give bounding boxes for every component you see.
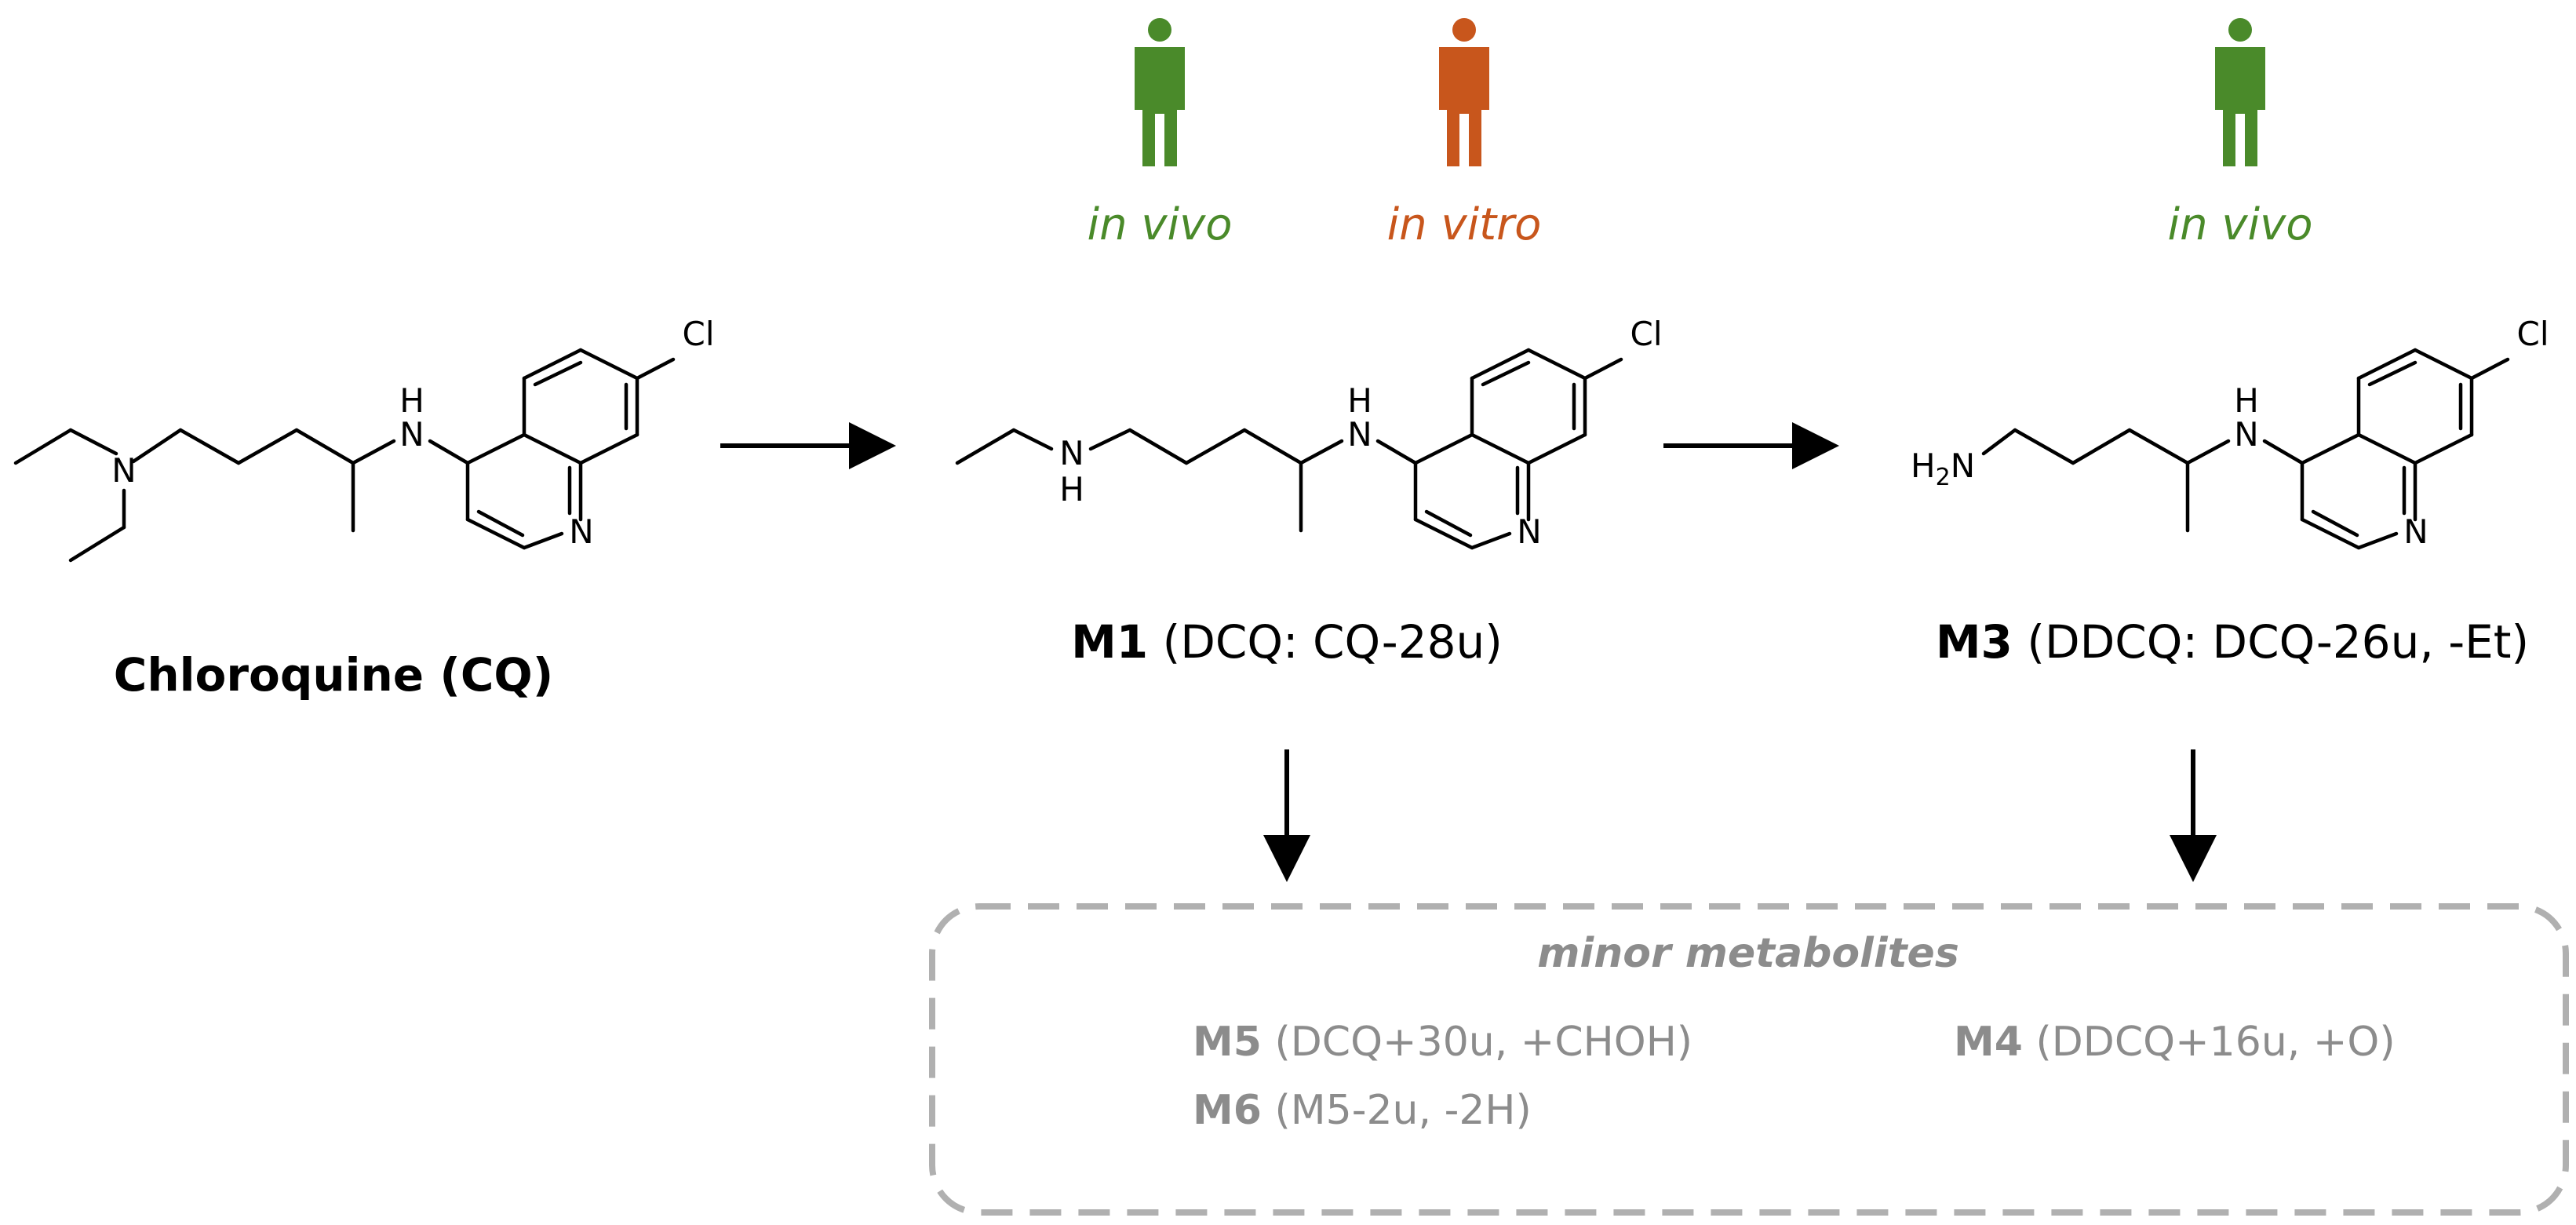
atom-nh-label: N <box>2234 415 2258 454</box>
m1-caption: M1 (DCQ: CQ-28u) <box>1071 615 1503 669</box>
atom-cl-label: Cl <box>2517 315 2549 353</box>
minor-metabolites-box <box>929 903 2569 1216</box>
m5-label: M5 (DCQ+30u, +CHOH) <box>1193 1019 1692 1066</box>
atom-h-label: H <box>1059 470 1084 509</box>
atom-nh-label: N <box>1347 415 1372 454</box>
chloroquine-structure: N N H N Cl <box>13 315 715 563</box>
atom-h-label: H <box>2234 381 2259 420</box>
person-in-vivo-icon <box>1135 18 1185 166</box>
condition-label-in-vivo: in vivo <box>1088 199 1233 250</box>
atom-n-label: N <box>569 512 593 551</box>
atom-nh-label: N <box>399 415 424 454</box>
atom-n-label: N <box>1517 512 1541 551</box>
m3-caption: M3 (DDCQ: DCQ-26u, -Et) <box>1936 615 2529 669</box>
atom-n-label: N <box>111 451 136 490</box>
m6-label: M6 (M5-2u, -2H) <box>1193 1087 1532 1134</box>
atom-h2n-label: H2N <box>1911 447 1975 491</box>
m4-label: M4 (DDCQ+16u, +O) <box>1954 1019 2396 1066</box>
atom-h-label: H <box>1347 381 1372 420</box>
chloroquine-caption: Chloroquine (CQ) <box>114 648 553 702</box>
condition-label-in-vitro: in vitro <box>1387 199 1542 250</box>
person-in-vivo-icon <box>2215 18 2265 166</box>
minor-metabolites-title: minor metabolites <box>1537 930 1959 977</box>
atom-n-label: N <box>2403 512 2428 551</box>
atom-cl-label: Cl <box>683 315 715 353</box>
person-in-vitro-icon <box>1439 18 1489 166</box>
m1-structure: N H N H N Cl <box>955 315 1663 551</box>
condition-label-in-vivo: in vivo <box>2168 199 2313 250</box>
m3-structure: H2N N H N Cl <box>1911 315 2549 551</box>
atom-cl-label: Cl <box>1630 315 1663 353</box>
atom-n-label: N <box>1059 434 1084 472</box>
atom-h-label: H <box>399 381 424 420</box>
